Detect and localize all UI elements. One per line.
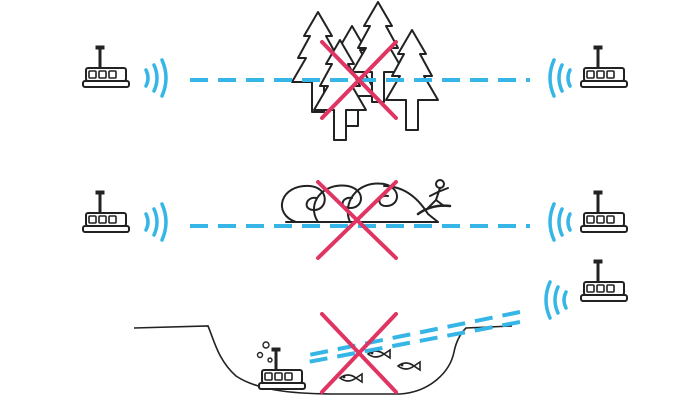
signal-waves-icon: [548, 202, 572, 242]
signal-waves-icon: [144, 202, 168, 242]
signal-waves-icon: [144, 58, 168, 98]
red-x-icon: [316, 180, 398, 260]
bubbles-icon: [256, 341, 273, 363]
scene-waves: [81, 179, 629, 260]
signal-waves-icon: [544, 280, 568, 320]
red-x-icon: [320, 40, 398, 120]
radio-transmitter-icon: [257, 346, 307, 391]
scene-underwater: [133, 258, 629, 395]
radio-transmitter-icon: [579, 189, 629, 234]
radio-transmitter-icon: [579, 258, 629, 303]
radio-transmitter-icon: [81, 189, 131, 234]
water-basin-outline: [133, 325, 513, 395]
red-x-icon: [320, 312, 398, 394]
radio-transmitter-icon: [579, 44, 629, 89]
signal-waves-icon: [548, 58, 572, 98]
scene-forest: [81, 1, 629, 141]
radio-transmitter-icon: [81, 44, 131, 89]
signal-beam: [303, 310, 521, 364]
surfer-icon: [416, 179, 452, 216]
